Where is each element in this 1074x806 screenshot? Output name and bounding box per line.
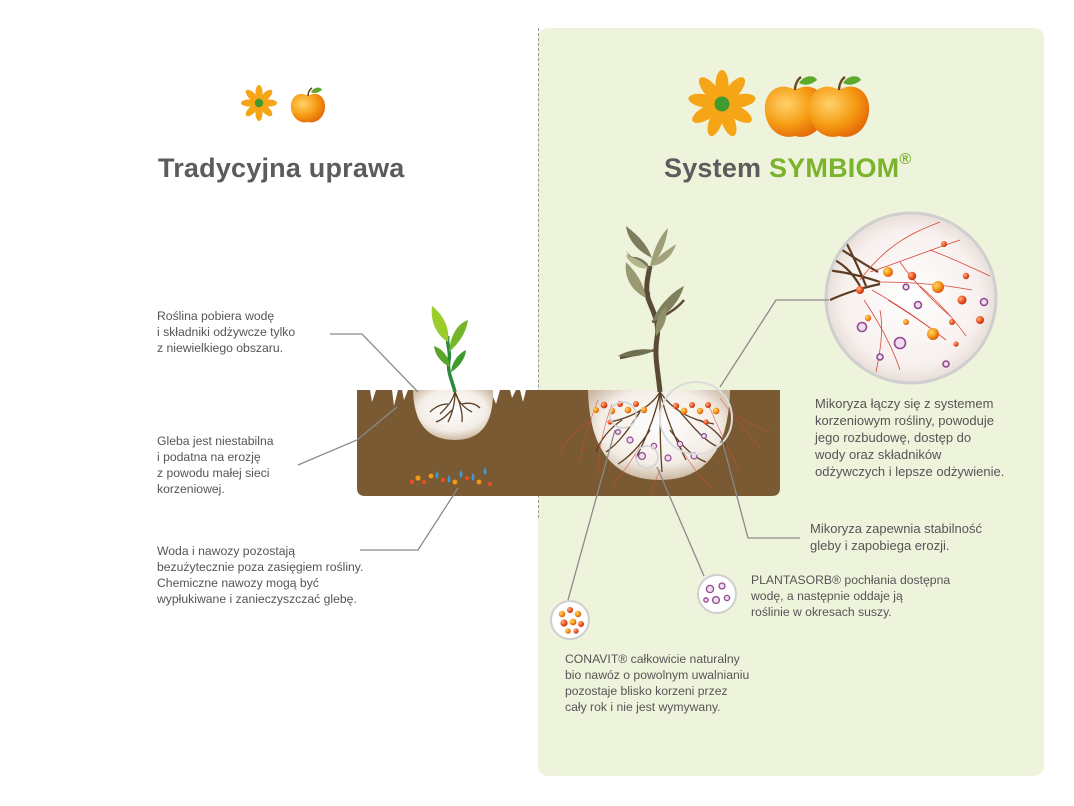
label-plantasorb: PLANTASORB® pochłania dostępna wodę, a n… <box>751 573 951 619</box>
left-title: Tradycyjna uprawa <box>158 153 405 183</box>
water-drop-icon <box>471 473 475 481</box>
apple-icon <box>808 76 870 137</box>
label-water-uptake: Roślina pobiera wodę i składniki odżywcz… <box>157 309 296 355</box>
section-divider <box>538 28 539 518</box>
label-mycorrhiza-roots: Mikoryza łączy się z systemem korzeniowy… <box>815 396 1005 479</box>
planting-hole <box>413 390 494 440</box>
flower-icon <box>241 85 277 121</box>
magnifier-ring-plantasorb <box>635 445 659 469</box>
seedling-plant <box>429 306 481 423</box>
water-drop-icon <box>435 471 439 479</box>
label-unstable-soil: Gleba jest niestabilna i podatna na eroz… <box>157 434 274 496</box>
label-unused-fertilizer: Woda i nawozy pozostają bezużytecznie po… <box>157 544 364 606</box>
water-drop-icon <box>447 475 451 483</box>
apple-icon <box>764 76 826 137</box>
mycorrhiza-zoom-circle <box>824 211 998 385</box>
flower-icon <box>688 70 756 137</box>
water-drop-icon <box>483 467 487 475</box>
conavit-zoom-circle <box>550 600 590 640</box>
unused-fertilizer-particles <box>409 467 492 486</box>
right-title: System SYMBIOM® <box>664 151 912 183</box>
magnifier-ring-mycorrhiza <box>659 381 733 455</box>
mature-plant <box>559 226 771 495</box>
soil-cross-section <box>357 390 780 496</box>
water-drop-icon <box>459 470 463 478</box>
plantasorb-zoom-circle <box>697 574 737 614</box>
label-mycorrhiza-stability: Mikoryza zapewnia stabilność gleby i zap… <box>810 521 982 553</box>
apple-icon <box>290 87 326 123</box>
magnifier-ring-conavit <box>609 401 637 429</box>
leader-lines <box>297 299 829 601</box>
label-conavit: CONAVIT® całkowicie naturalny bio nawóz … <box>565 652 750 714</box>
